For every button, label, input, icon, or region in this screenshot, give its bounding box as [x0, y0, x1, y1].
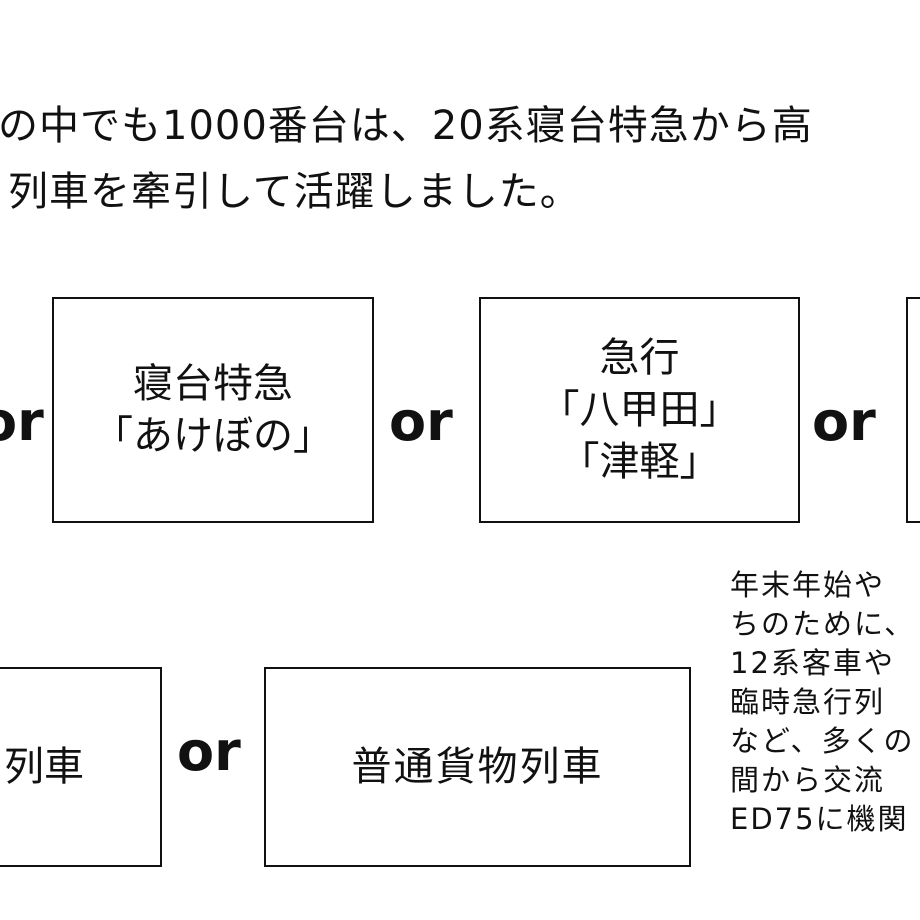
- side-note: 年末年始や ちのために、 12系客車や 臨時急行列 など、多くの 間から交流 E…: [730, 566, 920, 839]
- box-left-partial-line-1: 列車: [4, 744, 84, 790]
- box-hakkoda-line-3: 「津軽」: [559, 439, 720, 485]
- or-connector-1: or: [0, 390, 44, 453]
- note-line-6: 間から交流: [730, 763, 886, 797]
- or-connector-3: or: [812, 390, 876, 453]
- box-akebono-line-2: 「あけぼの」: [93, 413, 333, 459]
- or-connector-4: or: [177, 720, 241, 783]
- note-line-5: など、多くの: [730, 724, 915, 758]
- note-line-1: 年末年始や: [730, 568, 886, 602]
- box-hakkoda-line-2: 「八甲田」: [539, 387, 740, 433]
- box-futsu-kamotsu-line-1: 普通貨物列車: [351, 744, 604, 790]
- box-express-hakkoda-tsugaru: 急行 「八甲田」 「津軽」: [479, 297, 800, 523]
- note-line-3: 12系客車や: [730, 646, 895, 680]
- box-akebono-line-1: 寝台特急: [133, 361, 293, 407]
- box-sleeper-express-akebono: 寝台特急 「あけぼの」: [52, 297, 374, 523]
- note-line-7: ED75に機関: [730, 802, 909, 836]
- intro-line-2: 列車を牽引して活躍しました。: [8, 169, 581, 215]
- box-right-partial: [906, 297, 920, 523]
- box-ordinary-freight-train: 普通貨物列車: [264, 667, 691, 867]
- note-line-2: ちのために、: [730, 607, 916, 641]
- or-connector-2: or: [389, 390, 453, 453]
- intro-line-1: の中でも1000番台は、20系寝台特急から高: [0, 103, 813, 149]
- box-left-partial-train: 列車: [0, 667, 162, 867]
- box-hakkoda-line-1: 急行: [599, 335, 680, 381]
- note-line-4: 臨時急行列: [730, 685, 886, 719]
